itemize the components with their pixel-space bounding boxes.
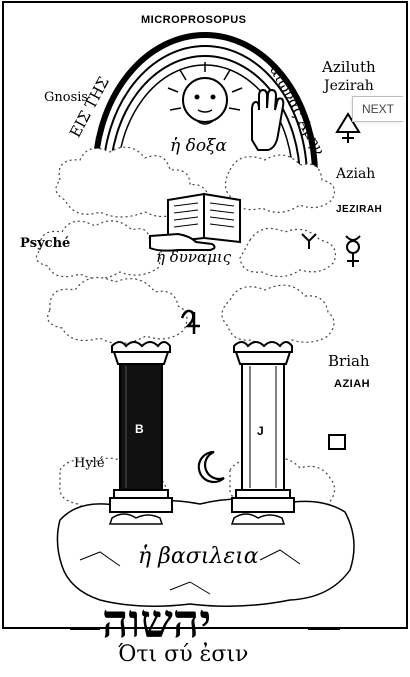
moon-icon <box>197 450 225 484</box>
sulphur-icon <box>335 112 361 143</box>
pillar-j-label: J <box>257 424 265 438</box>
rocky-ground <box>56 498 355 607</box>
next-button[interactable]: NEXT <box>352 96 403 122</box>
rainbow-arc <box>92 32 318 183</box>
pillar-b-label: B <box>135 422 145 436</box>
pillar-boaz <box>108 341 173 525</box>
sun-face <box>167 62 243 125</box>
star-icon <box>301 233 317 249</box>
e-doxa-label: ἡ δοξα <box>170 136 227 156</box>
aziluth-label: Aziluth <box>322 58 376 76</box>
jupiter-sign <box>180 309 200 334</box>
hebrew-name: יהשוה <box>102 594 212 648</box>
title-label: MICROPROSOPUS <box>141 14 247 26</box>
salt-icon <box>328 434 346 450</box>
pillar-jachin <box>230 341 295 525</box>
basileia-label: ἡ βασιλεια <box>138 544 259 569</box>
jezirah-italic-label: Jezirah <box>324 78 374 94</box>
greek-bottom-label: Ότι σύ ἐσιν <box>118 642 249 667</box>
hyle-label: Hylé <box>74 456 105 471</box>
briah-label: Briah <box>328 352 370 370</box>
gnosis-label: Gnosis <box>44 90 89 105</box>
clouds <box>35 146 336 511</box>
mercury-icon <box>345 235 361 267</box>
open-book <box>149 192 241 252</box>
aziah-label: Aziah <box>336 166 376 182</box>
aziah-caps-label: AZIAH <box>334 378 371 390</box>
e-dynamis-label: ἡ δυναμις <box>156 248 232 266</box>
raised-hand <box>251 88 285 151</box>
psyche-label: Psyché <box>20 236 71 251</box>
jezirah-caps-label: JEZIRAH <box>336 204 383 215</box>
